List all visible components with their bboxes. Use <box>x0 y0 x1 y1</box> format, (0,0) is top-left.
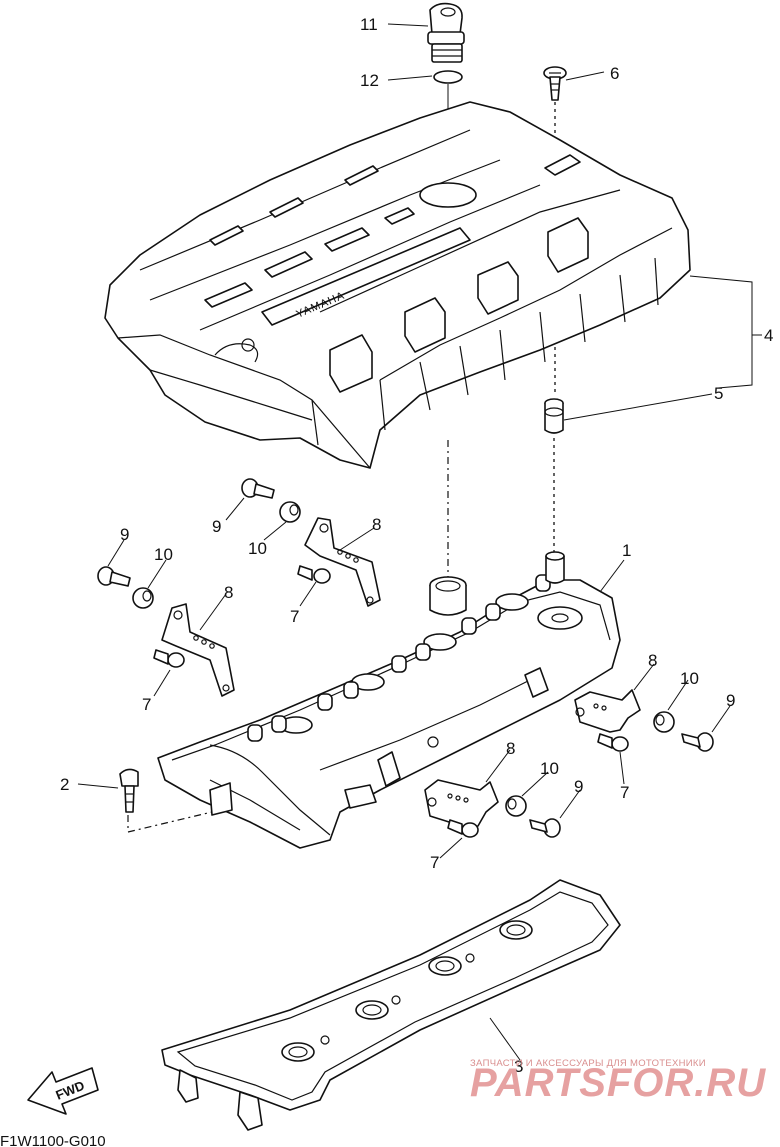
grommet <box>544 398 564 434</box>
callout-10-right: 10 <box>680 669 699 688</box>
watermark-brand: PARTSFOR.RU <box>470 1061 766 1105</box>
forward-arrow-icon: FWD <box>27 1067 99 1115</box>
diagram-code: F1W1100-G010 <box>0 1133 106 1147</box>
cover-screw <box>543 66 567 101</box>
callout-10-lower: 10 <box>540 759 559 778</box>
damper-10-left <box>132 587 154 609</box>
callout-8-upper-right: 8 <box>372 515 381 534</box>
bracket-lower-right <box>424 779 499 829</box>
bracket-upper-left <box>161 603 235 697</box>
callout-5: 5 <box>714 384 723 403</box>
callout-10-left: 10 <box>154 545 173 564</box>
damper-10-right <box>653 711 675 733</box>
callout-2: 2 <box>60 775 69 794</box>
bracket-right-end <box>574 689 641 733</box>
callout-7-left: 7 <box>142 695 151 714</box>
watermark: ЗАПЧАСТИ И АКСЕССУАРЫ ДЛЯ МОТОТЕХНИКИ PA… <box>470 1058 766 1105</box>
callout-8-upper-left: 8 <box>224 583 233 602</box>
bolt-9-top <box>241 478 275 499</box>
valve-cover-gasket <box>161 879 621 1131</box>
callout-7-upper: 7 <box>290 607 299 626</box>
callout-3: 3 <box>514 1057 523 1076</box>
callout-6: 6 <box>610 64 619 83</box>
callout-9-right: 9 <box>726 691 735 710</box>
callout-10-top: 10 <box>248 539 267 558</box>
bolt-9-left <box>97 566 131 587</box>
top-cover: YAMAHA <box>104 101 691 469</box>
damper-10-top <box>279 501 301 523</box>
callout-7-right: 7 <box>620 783 629 802</box>
callout-1: 1 <box>622 541 631 560</box>
callout-7-lower: 7 <box>430 853 439 872</box>
valve-cover <box>157 551 621 849</box>
callout-11: 11 <box>360 15 378 34</box>
bolt-7-upper <box>297 565 331 584</box>
bolt-7-lower <box>447 819 479 838</box>
bolt-7-left <box>153 649 185 668</box>
callout-8-lower-right: 8 <box>506 739 515 758</box>
o-ring <box>433 70 463 84</box>
watermark-tagline: ЗАПЧАСТИ И АКСЕССУАРЫ ДЛЯ МОТОТЕХНИКИ <box>470 1058 706 1069</box>
bolt-7-right <box>597 733 629 752</box>
oil-filler-cap <box>427 2 465 63</box>
bracket-upper-right <box>304 517 381 607</box>
damper-10-lower <box>505 795 527 817</box>
bolt-9-right <box>681 732 714 752</box>
callout-4: 4 <box>764 326 773 345</box>
callout-9-left: 9 <box>120 525 129 544</box>
bolt-9-lower <box>529 818 561 838</box>
bolt-2 <box>119 768 139 813</box>
callout-8-right-end: 8 <box>648 651 657 670</box>
callout-9-lower: 9 <box>574 777 583 796</box>
callout-12: 12 <box>360 71 379 90</box>
callout-9-top: 9 <box>212 517 221 536</box>
